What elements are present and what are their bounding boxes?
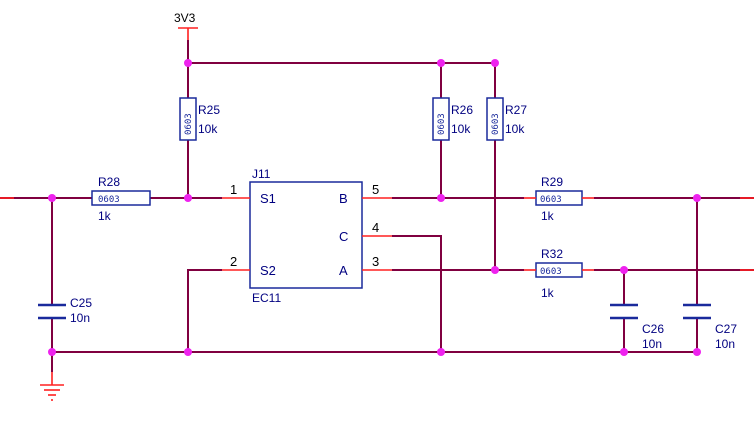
pin-s2-number: 2 [230,254,237,269]
r27-body [486,97,504,141]
r28-value-label: 1k [98,209,112,223]
r29-value-label: 1k [541,209,555,223]
pin-c-number: 4 [372,220,379,235]
junction-dot [437,59,445,67]
resistor-r29[interactable]: 0603 R29 1k [535,175,583,223]
r26-ref-label: R26 [451,103,473,117]
r32-ref-label: R32 [541,247,563,261]
r29-ref-label: R29 [541,175,563,189]
junction-dot [491,59,499,67]
resistor-r25[interactable]: 0603 R25 10k [179,97,220,141]
r26-body [432,97,450,141]
capacitor-c25[interactable]: C25 10n [38,296,92,325]
pin-a-name: A [339,263,348,278]
junction-dot [620,348,628,356]
power-net-label: 3V3 [174,11,196,25]
r25-package-label: 0603 [184,113,194,135]
pin-b-number: 5 [372,182,379,197]
c27-ref-label: C27 [715,322,737,336]
junction-dot [693,348,701,356]
junction-dot [620,266,628,274]
pin-c-name: C [339,229,348,244]
encoder-body [249,181,363,289]
wires [0,40,754,372]
r26-package-label: 0603 [437,113,447,135]
junction-dot [184,59,192,67]
pin-s1-number: 1 [230,182,237,197]
r25-ref-label: R25 [198,103,220,117]
r27-ref-label: R27 [505,103,527,117]
encoder-j11[interactable]: J11 EC11 1 2 5 4 3 S1 S2 B C A [222,167,392,305]
c26-value-label: 10n [642,337,662,351]
r32-package-label: 0603 [540,267,562,277]
r26-value-label: 10k [451,122,471,136]
junction-dot [693,194,701,202]
c26-ref-label: C26 [642,322,664,336]
pin-s2-name: S2 [260,263,276,278]
r25-body [179,97,197,141]
resistor-r26[interactable]: 0603 R26 10k [432,97,473,141]
capacitor-c26[interactable]: C26 10n [610,303,664,351]
ground-symbol [40,372,64,401]
resistor-r32[interactable]: 0603 R32 1k [535,247,583,300]
r25-value-label: 10k [198,122,218,136]
pin-a-number: 3 [372,254,379,269]
junction-dot [491,266,499,274]
r28-package-label: 0603 [98,195,120,205]
capacitor-c27[interactable]: C27 10n [683,303,737,351]
c25-value-label: 10n [70,311,90,325]
encoder-ref-label: J11 [252,167,271,181]
junction-dot [48,348,56,356]
r28-ref-label: R28 [98,175,120,189]
r28-body [91,190,151,206]
r29-package-label: 0603 [540,195,562,205]
c27-value-label: 10n [715,337,735,351]
resistor-stubs [524,197,594,271]
r32-value-label: 1k [541,286,555,300]
pin-b-name: B [339,191,348,206]
wire-c-net [392,235,442,352]
junction-dot [437,348,445,356]
pin-s1-name: S1 [260,191,276,206]
junctions [48,59,701,356]
wire-s2-net [187,269,222,352]
r27-value-label: 10k [505,122,525,136]
power-3v3-symbol: 3V3 [174,11,198,29]
junction-dot [184,348,192,356]
junction-dot [437,194,445,202]
resistor-r27[interactable]: 0603 R27 10k [486,97,527,141]
junction-dot [184,194,192,202]
junction-dot [48,194,56,202]
encoder-part-label: EC11 [252,291,281,305]
resistor-r28[interactable]: 0603 R28 1k [91,175,151,223]
pin-leads [0,28,754,271]
r27-package-label: 0603 [491,113,501,135]
c25-ref-label: C25 [70,296,92,310]
